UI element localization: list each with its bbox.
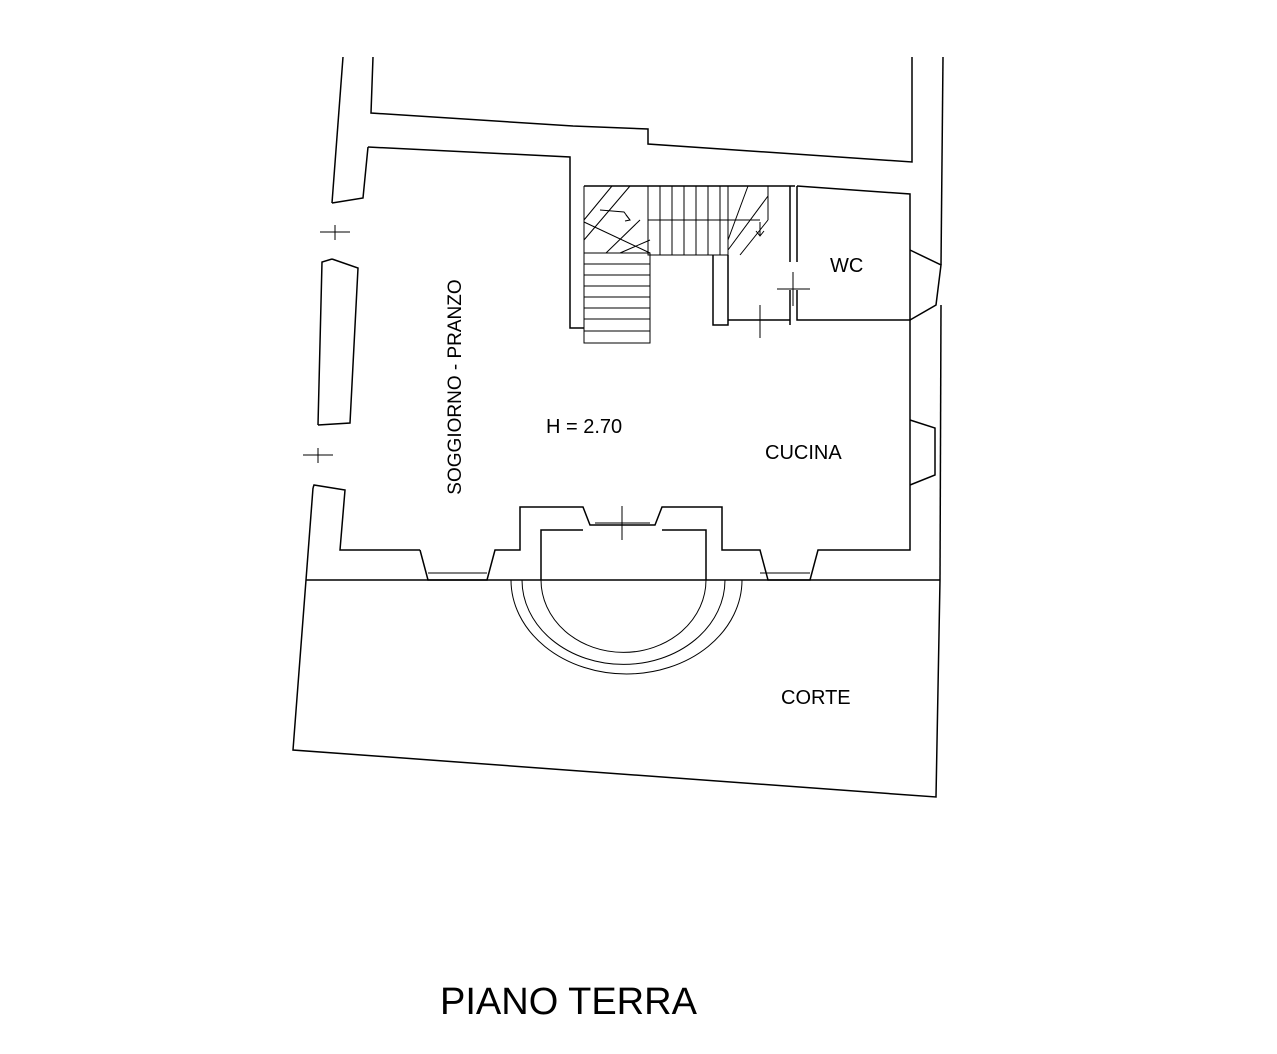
courtyard-label: CORTE — [781, 687, 851, 709]
front-wall — [419, 506, 840, 581]
floor-title: PIANO TERRA — [440, 981, 698, 1023]
height-label: H = 2.70 — [546, 416, 622, 438]
staircase — [583, 185, 769, 344]
outer-boundary — [331, 56, 944, 266]
wc-label: WC — [830, 255, 863, 277]
courtyard — [292, 579, 941, 798]
right-wall — [840, 249, 942, 581]
left-wall — [303, 146, 420, 581]
living-dining-label: SOGGIORNO - PRANZO — [445, 279, 466, 494]
kitchen-label: CUCINA — [765, 442, 842, 464]
